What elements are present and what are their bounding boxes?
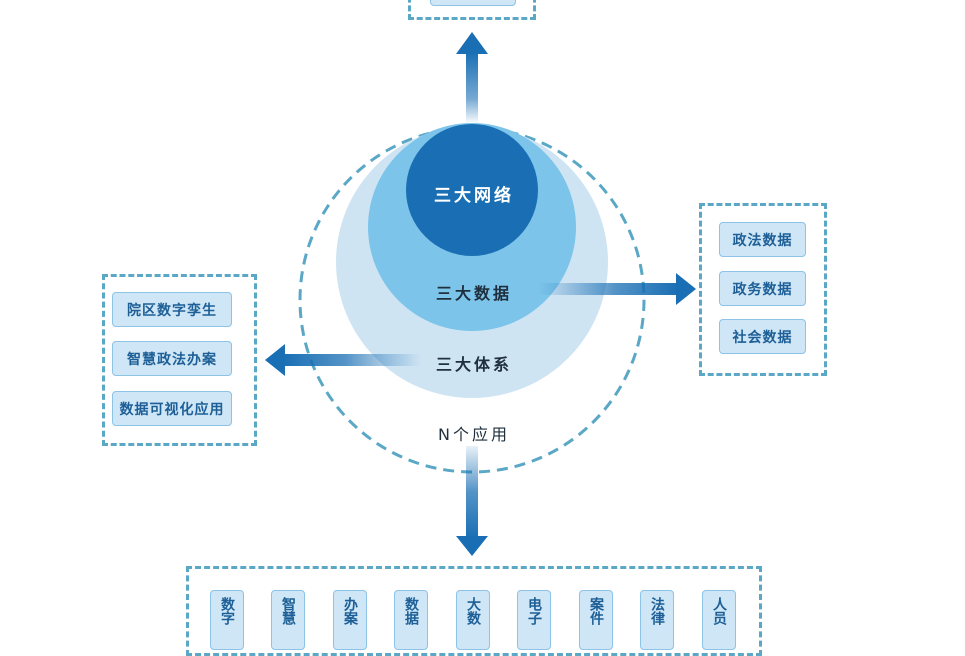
left-box xyxy=(102,274,257,446)
apps-label: N个应用 xyxy=(438,425,510,444)
right-item-0: 政法数据 xyxy=(719,222,806,257)
data-label: 三大数据 xyxy=(436,284,513,303)
bottom-item-3: 数据 xyxy=(394,590,428,650)
arrow-left xyxy=(265,344,421,376)
arrow-right xyxy=(538,273,696,305)
bottom-item-8: 人员 xyxy=(702,590,736,650)
bottom-item-0: 数字 xyxy=(210,590,244,650)
right-item-2: 社会数据 xyxy=(719,319,806,354)
arrow-down xyxy=(456,446,488,556)
bottom-item-2: 办案 xyxy=(333,590,367,650)
bottom-item-4: 大数 xyxy=(456,590,490,650)
network-circle xyxy=(406,124,538,256)
top-box xyxy=(408,0,536,20)
bottom-item-1: 智慧 xyxy=(271,590,305,650)
system-label: 三大体系 xyxy=(436,355,513,374)
right-item-1: 政务数据 xyxy=(719,271,806,306)
diagram-graphics xyxy=(265,32,696,556)
left-item-2: 数据可视化应用 xyxy=(112,391,232,426)
network-label: 三大网络 xyxy=(434,186,514,206)
arrow-up xyxy=(456,32,488,124)
bottom-item-6: 案件 xyxy=(579,590,613,650)
top-box-chip xyxy=(430,0,516,6)
left-item-1: 智慧政法办案 xyxy=(112,341,232,376)
right-box xyxy=(699,203,827,376)
bottom-item-5: 电子 xyxy=(517,590,551,650)
left-item-0: 院区数字孪生 xyxy=(112,292,232,327)
bottom-item-7: 法律 xyxy=(640,590,674,650)
